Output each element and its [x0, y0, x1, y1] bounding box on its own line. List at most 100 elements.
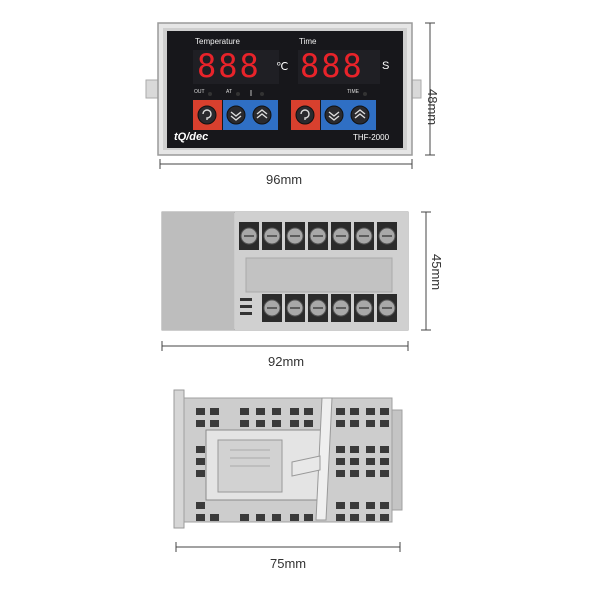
vent-slot [350, 514, 359, 521]
temperature-unit: ℃ [276, 61, 289, 73]
temperature-label: Temperature [195, 37, 240, 46]
vent-slot [256, 420, 265, 427]
vent-slot [336, 514, 345, 521]
vent-slot [366, 420, 375, 427]
front-height-label: 48mm [425, 89, 440, 126]
chevron-down-icon [230, 111, 242, 121]
vent-slot [366, 458, 375, 465]
chevron-up-icon [256, 109, 268, 119]
top-view [161, 211, 409, 331]
vent-slot [210, 408, 219, 415]
set-button-left[interactable] [197, 105, 217, 125]
bracket-strap [315, 397, 333, 521]
vent-slot [256, 514, 265, 521]
vent-slot [380, 458, 389, 465]
top-width-label: 92mm [268, 354, 305, 369]
temp-display-window [193, 50, 279, 84]
front-view [145, 22, 422, 156]
down-button-left[interactable] [226, 105, 246, 125]
vent-slot [336, 502, 345, 509]
vent-slot [350, 446, 359, 453]
vent-slot [336, 458, 345, 465]
vent-slot [336, 470, 345, 477]
vent-slot [336, 446, 345, 453]
terminal-row-top [239, 222, 397, 250]
time-led [363, 92, 367, 96]
vent-slot [240, 305, 252, 308]
cycle-icon [300, 109, 310, 120]
vent-slot [240, 420, 249, 427]
temperature-readout: 888 [197, 47, 261, 85]
vent-slot [366, 446, 375, 453]
vent-slot [304, 420, 313, 427]
set-button-right[interactable] [295, 105, 315, 125]
vent-slot [240, 298, 252, 301]
vent-slot [350, 408, 359, 415]
up-button-left[interactable] [252, 105, 272, 125]
side-width-label: 75mm [270, 556, 307, 571]
vent-slot [336, 408, 345, 415]
vent-slot [350, 502, 359, 509]
vent-slot [290, 514, 299, 521]
vent-slot [196, 408, 205, 415]
time-unit: S [382, 60, 390, 72]
at-led [236, 92, 240, 96]
vent-slot [366, 514, 375, 521]
vent-slot [366, 408, 375, 415]
at-indicator-label: AT [226, 89, 233, 95]
time-label: Time [299, 37, 317, 46]
vent-slot [350, 458, 359, 465]
vent-slot [380, 420, 389, 427]
top-housing-front-part [162, 212, 234, 330]
terminal-row-bottom [262, 294, 397, 322]
vent-slot [380, 446, 389, 453]
vent-slot [272, 420, 281, 427]
vent-slot [304, 514, 313, 521]
bracket-clip [291, 455, 321, 477]
vent-slot [336, 420, 345, 427]
side-dimensions [175, 542, 401, 552]
vent-slot [196, 470, 205, 477]
vent-slot [272, 408, 281, 415]
model-number: THF-2000 [353, 133, 390, 142]
vent-slot [210, 514, 219, 521]
side-rear-lip [391, 409, 403, 511]
top-dimensions [161, 211, 431, 351]
out-indicator-label: OUT [194, 89, 205, 95]
vent-slot [272, 514, 281, 521]
vent-slot [256, 408, 265, 415]
vent-slot [304, 408, 313, 415]
vent-slot [196, 446, 205, 453]
vent-slot [366, 470, 375, 477]
vent-slot [240, 514, 249, 521]
side-vent-grid [196, 408, 389, 521]
up-button-right[interactable] [350, 105, 370, 125]
vent-slot [240, 408, 249, 415]
brand-logo: tQ/dec [174, 131, 209, 143]
chevron-up-icon [354, 109, 366, 119]
terminal-divider [245, 257, 393, 293]
vent-slot [350, 420, 359, 427]
vent-slot [380, 470, 389, 477]
front-dimensions [159, 22, 435, 169]
side-view [173, 389, 403, 529]
front-width-label: 96mm [266, 172, 303, 187]
vent-slot [196, 458, 205, 465]
out-led [208, 92, 212, 96]
vent-slot [380, 514, 389, 521]
vent-slot [350, 470, 359, 477]
vent-slot [290, 420, 299, 427]
side-bezel [173, 389, 185, 529]
time-readout: 888 [300, 47, 364, 85]
vent-slot [380, 408, 389, 415]
chevron-down-icon [328, 111, 340, 121]
vent-slot [196, 514, 205, 521]
vent-slot [290, 408, 299, 415]
time-indicator-label: TIME [347, 89, 359, 95]
vent-slot [366, 502, 375, 509]
down-button-right[interactable] [324, 105, 344, 125]
vent-slot [380, 502, 389, 509]
top-height-label: 45mm [429, 254, 444, 291]
cycle-icon [202, 109, 212, 120]
